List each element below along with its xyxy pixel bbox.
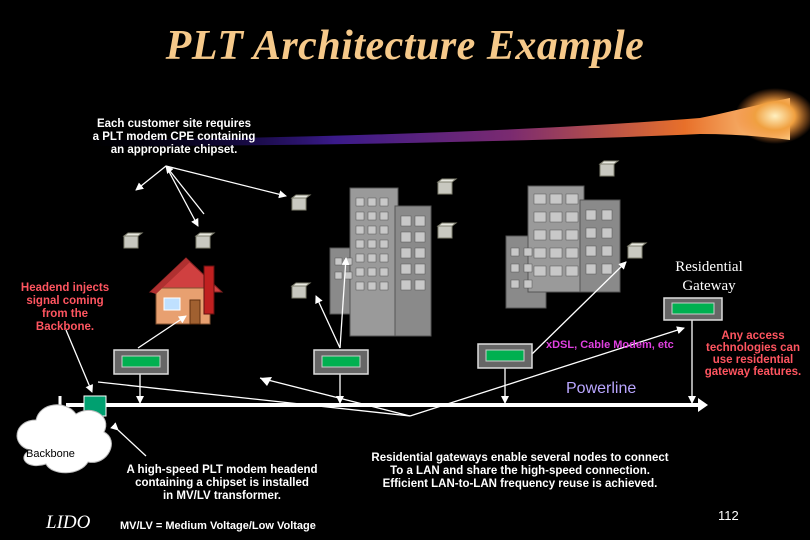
note-arrows: [97, 326, 685, 457]
lido-logo: LIDO: [46, 512, 91, 533]
backbone-cloud-icon: [16, 404, 112, 474]
gateway-box-icon: [113, 349, 169, 375]
cpe-note-line: a PLT modem CPE containing: [92, 131, 256, 143]
access-note: Any access technologies can use resident…: [698, 330, 808, 378]
gateway-note-line: Residential gateways enable several node…: [371, 452, 669, 464]
gateway-note: Residential gateways enable several node…: [360, 452, 680, 491]
cpe-modem-icon: [436, 222, 458, 239]
cpe-modem-icon: [122, 232, 144, 249]
cpe-modem-icon: [598, 160, 620, 177]
gateway-note-line: Efficient LAN-to-LAN frequency reuse is …: [382, 478, 658, 490]
residential-gateway-line: Residential: [675, 259, 743, 275]
headend-modem-note-line: in MV/LV transformer.: [162, 490, 281, 502]
apartment-building-right: [505, 185, 621, 309]
mvlv-legend: MV/LV = Medium Voltage/Low Voltage: [120, 520, 316, 532]
powerline-bus: [58, 396, 708, 414]
cpe-modem-icon: [194, 232, 216, 249]
cpe-modem-icon: [436, 178, 458, 195]
cpe-modems: [122, 160, 648, 299]
access-note-line: use residential: [712, 354, 794, 366]
house-icon: [148, 257, 224, 325]
headend-modem-note-line: A high-speed PLT modem headend: [126, 464, 318, 476]
headend-note-line: Backbone.: [35, 321, 95, 333]
gateway-box-icon: [477, 343, 533, 369]
cpe-note-line: an appropriate chipset.: [110, 144, 238, 156]
residential-gateways: [113, 297, 723, 375]
headend-note-line: from the: [42, 308, 88, 320]
cpe-note: Each customer site requires a PLT modem …: [74, 118, 274, 157]
gateway-box-icon: [663, 297, 723, 321]
headend-note: Headend injects signal coming from the B…: [10, 282, 120, 334]
gateway-note-line: To a LAN and share the high-speed connec…: [390, 465, 650, 477]
gateway-box-icon: [313, 349, 369, 375]
apartment-building-left: [329, 187, 432, 337]
access-note-line: Any access: [721, 330, 785, 342]
cpe-modem-icon: [290, 282, 312, 299]
backbone-label: Backbone: [26, 448, 75, 460]
xdsl-label: xDSL, Cable Modem, etc: [546, 339, 674, 351]
headend-note-line: Headend injects: [20, 282, 110, 294]
access-note-line: gateway features.: [704, 366, 802, 378]
cpe-modem-icon: [626, 242, 648, 259]
access-note-line: technologies can: [706, 342, 800, 354]
residential-gateway-line: Gateway: [682, 278, 736, 294]
comet-streak: [90, 88, 810, 146]
cpe-arrows: [135, 165, 287, 227]
headend-modem-note: A high-speed PLT modem headend containin…: [112, 464, 332, 503]
powerline-label: Powerline: [566, 380, 637, 397]
cpe-note-line: Each customer site requires: [96, 118, 252, 130]
headend-note-line: signal coming: [26, 295, 104, 307]
residential-gateway-label: Residential Gateway: [654, 258, 764, 296]
cpe-modem-icon: [290, 194, 312, 211]
headend-modem-note-line: containing a chipset is installed: [135, 477, 309, 489]
page-number: 112: [718, 508, 739, 523]
page-title: PLT Architecture Example: [165, 23, 645, 69]
gateway-links: [136, 257, 696, 404]
headend-arrow: [65, 329, 93, 393]
